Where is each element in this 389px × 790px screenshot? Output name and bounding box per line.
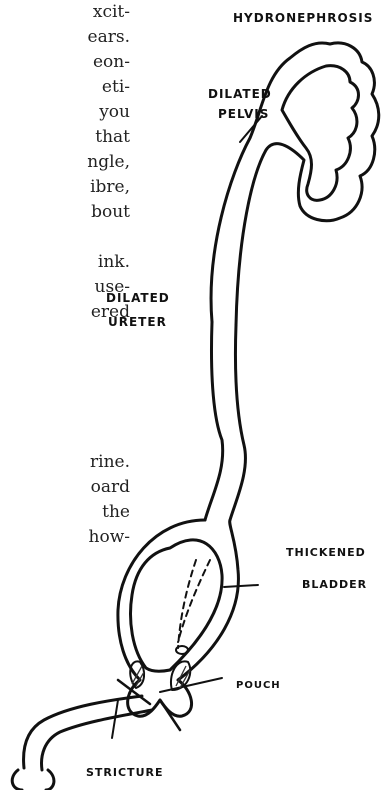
urethra-lower-wall <box>42 710 152 770</box>
ureter-left-wall <box>205 322 223 520</box>
ureter-right-wall <box>230 325 245 520</box>
label-thickened-bladder-line1: THICKENED <box>286 546 366 559</box>
leader-bladder <box>224 585 258 587</box>
label-stricture: STRICTURE <box>86 766 163 779</box>
label-dilated-ureter-line1: DILATED <box>106 291 170 305</box>
leader-pouch <box>160 678 222 692</box>
label-dilated-pelvis-line1: DILATED <box>208 87 272 101</box>
label-thickened-bladder-line2: BLADDER <box>302 578 367 591</box>
leader-stricture <box>112 700 118 738</box>
trabeculation-loop <box>176 646 188 654</box>
trabeculation-dashes <box>178 560 210 648</box>
label-hydronephrosis: HYDRONEPHROSIS <box>233 11 373 25</box>
label-pouch: POUCH <box>236 680 281 691</box>
kidney-inner-outline <box>282 66 359 201</box>
urethra-tip <box>12 770 54 790</box>
label-dilated-ureter-line2: URETER <box>108 315 167 329</box>
label-dilated-pelvis-line2: PELVIS <box>218 107 269 121</box>
